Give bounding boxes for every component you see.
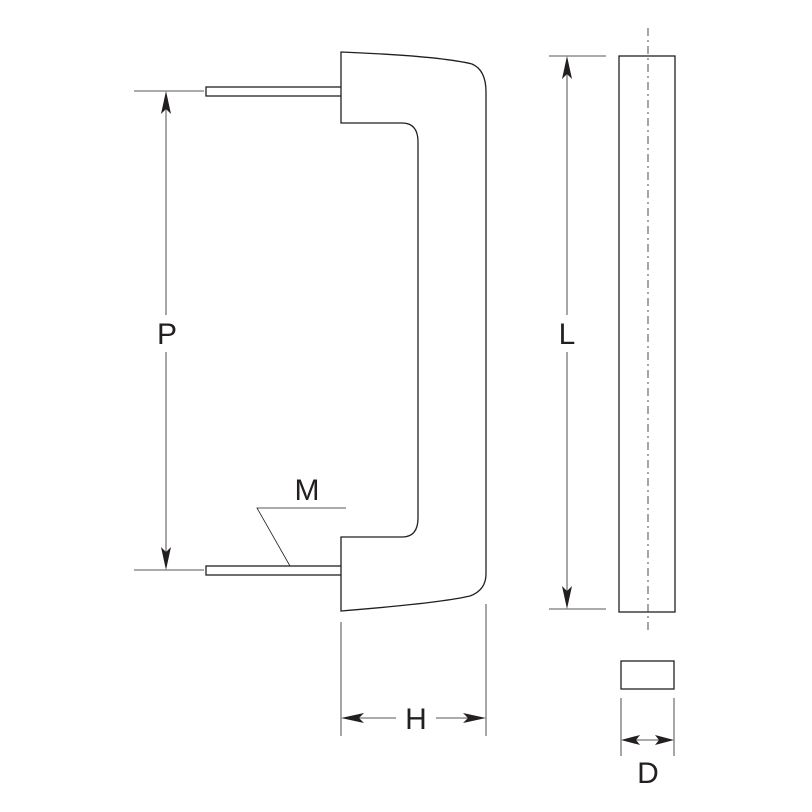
pitch-arrow-top bbox=[161, 91, 171, 114]
length-arrow-top bbox=[562, 56, 572, 79]
height-arrow-right bbox=[463, 713, 486, 723]
handle-side-view bbox=[618, 28, 676, 632]
depth-section: D bbox=[620, 660, 675, 790]
length-arrow-bottom bbox=[562, 586, 572, 609]
pitch-dimension: P bbox=[134, 90, 204, 571]
thread-leader: M bbox=[256, 474, 346, 567]
thread-label: M bbox=[295, 474, 320, 507]
side-profile bbox=[618, 55, 676, 613]
depth-arrow-right bbox=[655, 735, 674, 745]
height-label: H bbox=[405, 703, 427, 736]
handle-outline bbox=[340, 51, 487, 612]
length-label: L bbox=[559, 318, 576, 351]
depth-label: D bbox=[637, 757, 659, 790]
depth-arrow-left bbox=[621, 735, 640, 745]
height-arrow-left bbox=[341, 713, 364, 723]
top-screw bbox=[205, 86, 343, 97]
handle-front-view bbox=[205, 51, 487, 612]
pitch-arrow-bottom bbox=[161, 547, 171, 570]
height-dimension: H bbox=[340, 604, 487, 736]
bottom-screw bbox=[205, 565, 343, 576]
pitch-label: P bbox=[157, 318, 177, 351]
end-section bbox=[620, 660, 675, 690]
length-dimension: L bbox=[549, 55, 606, 610]
